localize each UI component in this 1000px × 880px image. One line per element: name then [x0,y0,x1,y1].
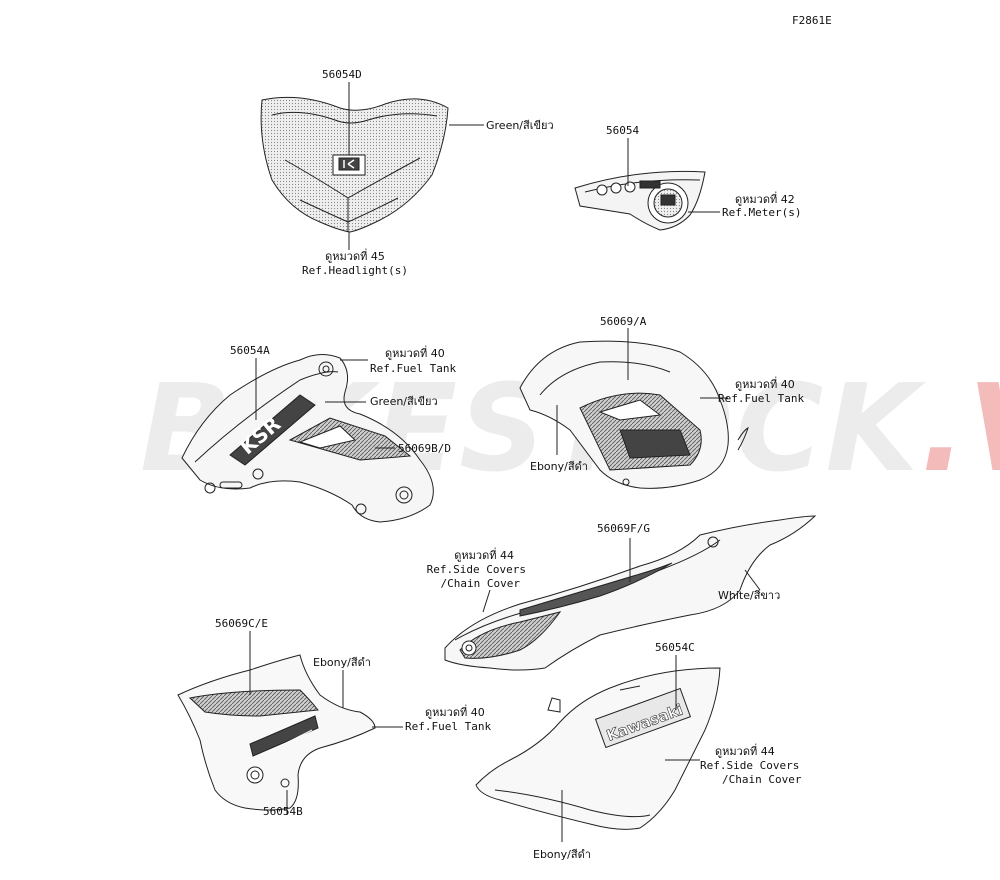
ref-fuel-tank-lower-line1: ดูหมวดที่ 40 [425,706,485,719]
color-label-green-windshield: Green/สีเขียว [486,119,554,132]
ref-meter-link[interactable]: Ref.Meter(s) [722,206,802,219]
ref-headlight-line1: ดูหมวดที่ 45 [325,250,385,263]
color-label-ebony-lower: Ebony/สีดำ [313,656,371,669]
part-number-56054c[interactable]: 56054C [655,641,695,654]
ref-chain-cover-upper-link[interactable]: /Chain Cover [440,577,520,590]
ref-fuel-tank-left-line1: ดูหมวดที่ 40 [385,347,445,360]
ref-fuel-tank-lower-link[interactable]: Ref.Fuel Tank [405,720,492,733]
side-cover-lower-drawing: Kawasaki [475,655,721,842]
part-number-56054d[interactable]: 56054D [322,68,362,81]
part-number-56054a[interactable]: 56054A [230,344,270,357]
ref-chain-cover-lower-link[interactable]: /Chain Cover [722,773,802,786]
meter-drawing [574,138,720,231]
ref-side-covers-upper-line1: ดูหมวดที่ 44 [454,549,514,562]
part-number-56069-a[interactable]: 56069/A [600,315,647,328]
ref-fuel-tank-left-link[interactable]: Ref.Fuel Tank [370,362,457,375]
ref-fuel-tank-right-line1: ดูหมวดที่ 40 [735,378,795,391]
part-number-56054b[interactable]: 56054B [263,805,303,818]
part-number-56069b-d[interactable]: 56069B/D [398,442,451,455]
color-label-green-shroud: Green/สีเขียว [370,395,438,408]
color-label-white: White/สีขาว [718,589,781,602]
shroud-lower-left-drawing [177,631,403,815]
ref-side-covers-lower-link[interactable]: Ref.Side Covers [700,759,800,772]
ref-side-covers-upper-link[interactable]: Ref.Side Covers [426,563,526,576]
diagram-code: F2861E [792,14,832,27]
side-cover-upper-drawing [444,515,817,671]
ref-headlight-link[interactable]: Ref.Headlight(s) [302,264,408,277]
part-number-56054[interactable]: 56054 [606,124,640,137]
part-number-56069f-g[interactable]: 56069F/G [597,522,650,535]
ref-meter-line1: ดูหมวดที่ 42 [735,193,795,206]
ref-side-covers-lower-line1: ดูหมวดที่ 44 [715,745,775,758]
color-label-ebony-shroud: Ebony/สีดำ [530,460,588,473]
ref-fuel-tank-right-link[interactable]: Ref.Fuel Tank [718,392,805,405]
part-number-56069c-e[interactable]: 56069C/E [215,617,268,630]
windshield-drawing [260,82,484,250]
tank-shroud-right-drawing [519,328,749,489]
color-label-ebony-side-cover: Ebony/สีดำ [533,848,591,861]
tank-shroud-left-drawing: KSR [181,354,434,523]
